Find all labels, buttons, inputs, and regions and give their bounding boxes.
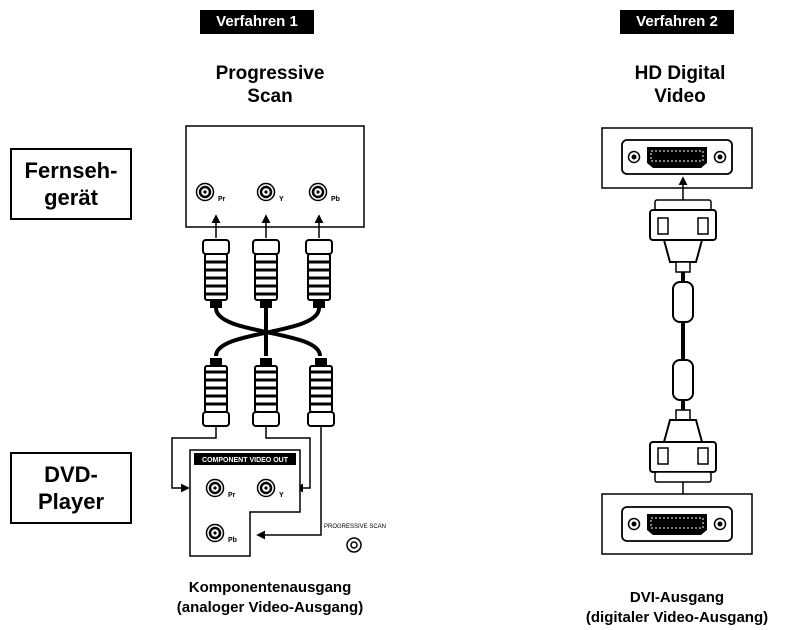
plug-top-pb (304, 238, 334, 310)
tv-label-line1: Fernseh- (24, 158, 118, 183)
tv-dvi-port (621, 139, 733, 175)
tv-jack-pr-label: Pr (218, 196, 226, 203)
dvd-jack-pb-label: Pb (228, 537, 237, 544)
method1-caption-line2: (analoger Video-Ausgang) (176, 599, 364, 616)
method2-badge: Verfahren 2 (620, 10, 734, 34)
progressive-scan-button[interactable] (346, 537, 362, 553)
plug-bottom-y (251, 356, 281, 428)
method2-title: HD Digital Video (590, 62, 770, 108)
method2-title-line2: Video (654, 86, 706, 107)
method1-title: Progressive Scan (180, 62, 360, 108)
plug-top-y (251, 238, 281, 310)
lead-y (265, 426, 311, 493)
method2-caption-line1: DVI-Ausgang (629, 589, 725, 606)
dvd-component-panel (189, 449, 301, 557)
lead-pr (171, 426, 217, 493)
method1-title-line1: Progressive (215, 63, 325, 84)
plug-top-pr (201, 238, 231, 310)
tv-label-line2: gerät (44, 185, 98, 210)
dvi-plug-top (649, 199, 717, 273)
dvd-jack-pr (205, 478, 225, 498)
tv-label: Fernseh- gerät (10, 148, 132, 220)
tv-jack-y-label: Y (279, 196, 284, 203)
method1-caption: Komponentenausgang (analoger Video-Ausga… (130, 578, 410, 618)
dvi-plug-bottom (649, 409, 717, 483)
method2-title-line1: HD Digital (634, 63, 726, 84)
ferrite-bottom (672, 359, 694, 401)
method2-caption-line2: (digitaler Video-Ausgang) (585, 609, 769, 626)
dvd-label-line2: Player (37, 489, 105, 514)
dvd-label: DVD- Player (10, 452, 132, 524)
dvd-jack-pb (205, 523, 225, 543)
tv-jack-pr (195, 182, 215, 202)
tv-jack-pb-label: Pb (331, 196, 340, 203)
dvd-jack-y-label: Y (279, 492, 284, 499)
dvd-jack-y (256, 478, 276, 498)
dvd-dvi-port (621, 506, 733, 542)
lead-pb (256, 426, 322, 540)
dvd-jack-pr-label: Pr (228, 492, 236, 499)
plug-bottom-pb (306, 356, 336, 428)
method2-caption: DVI-Ausgang (digitaler Video-Ausgang) (555, 588, 799, 628)
dvd-label-line1: DVD- (44, 462, 98, 487)
plug-bottom-pr (201, 356, 231, 428)
method1-title-line2: Scan (247, 86, 293, 107)
dvd-panel-header-bg (194, 453, 296, 465)
ferrite-top (672, 281, 694, 323)
tv-jack-pb (308, 182, 328, 202)
method1-badge: Verfahren 1 (200, 10, 314, 34)
progressive-scan-label: PROGRESSIVE SCAN (324, 524, 386, 530)
tv-component-panel (185, 125, 365, 228)
dvd-panel-header: COMPONENT VIDEO OUT (202, 457, 289, 464)
tv-jack-y (256, 182, 276, 202)
method1-caption-line1: Komponentenausgang (188, 579, 352, 596)
